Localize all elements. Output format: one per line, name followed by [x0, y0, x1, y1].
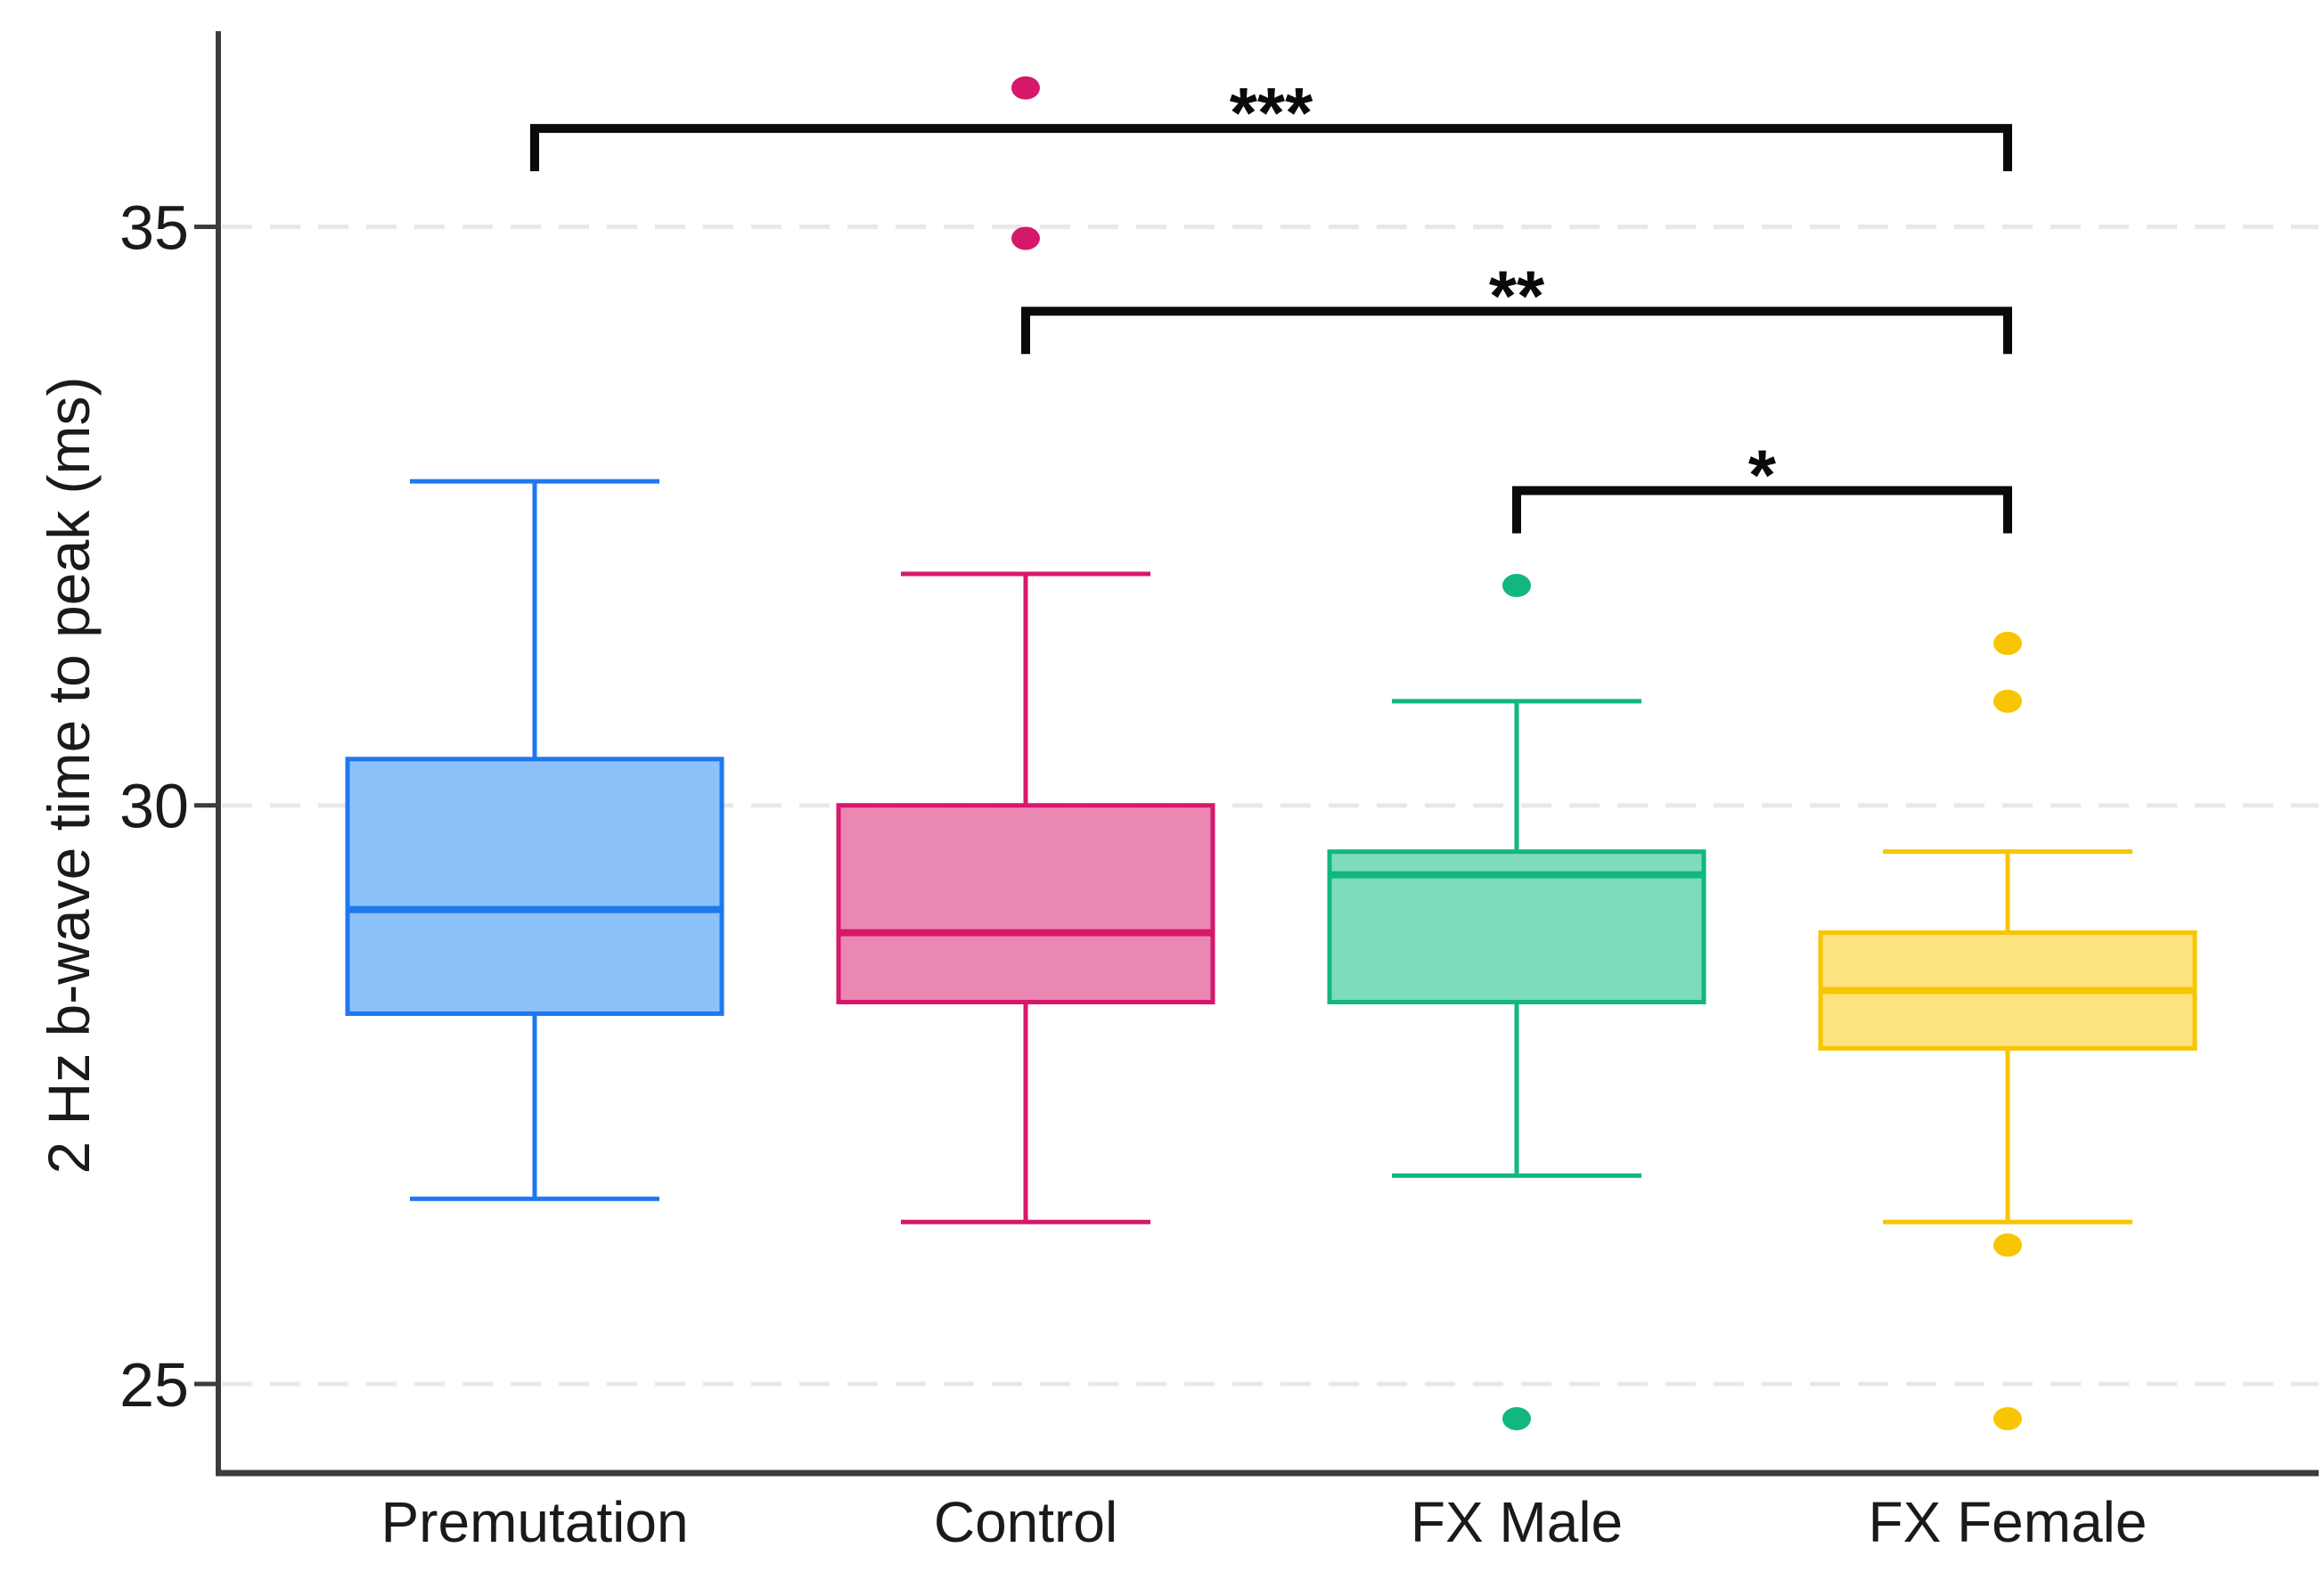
significance-label: ***: [1230, 73, 1313, 152]
significance-label: *: [1748, 436, 1777, 515]
y-tick-label: 35: [119, 192, 189, 262]
outlier-dot: [1993, 1406, 2022, 1430]
x-category-label: FX Male: [1411, 1490, 1623, 1554]
significance-layer: ******: [530, 73, 2012, 534]
box-group-control: [836, 76, 1215, 1224]
boxes-layer: [345, 76, 2197, 1430]
significance-label: **: [1489, 256, 1545, 335]
outlier-dot: [1502, 1406, 1531, 1430]
x-category-label: Premutation: [381, 1490, 688, 1554]
outlier-dot: [1993, 1233, 2022, 1257]
significance-bracket: [530, 124, 2012, 172]
box-group-premutation: [345, 479, 724, 1201]
outlier-dot: [1502, 574, 1531, 598]
box: [836, 803, 1215, 1004]
x-category-label: FX Female: [1869, 1490, 2148, 1554]
outlier-dot: [1011, 226, 1040, 250]
outlier-dot: [1011, 76, 1040, 100]
outlier-dot: [1993, 631, 2022, 655]
box: [345, 757, 724, 1016]
y-tick-label: 30: [119, 772, 189, 841]
significance-bracket: [1021, 307, 2012, 355]
significance-bracket: [1512, 486, 2012, 534]
y-tick-label: 25: [119, 1350, 189, 1420]
outlier-dot: [1993, 689, 2022, 713]
x-category-label: Control: [934, 1490, 1117, 1554]
box-group-fx-female: [1818, 631, 2197, 1430]
box-group-fx-male: [1327, 574, 1706, 1430]
y-axis-title: 2 Hz b-wave time to peak (ms): [36, 377, 102, 1175]
